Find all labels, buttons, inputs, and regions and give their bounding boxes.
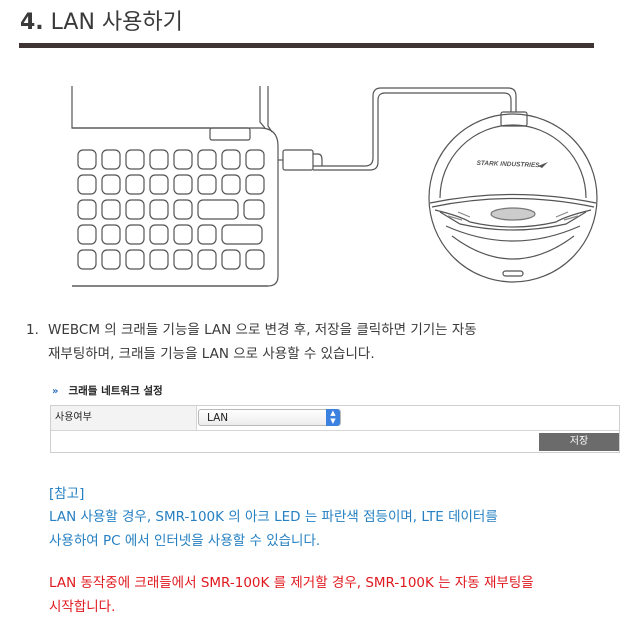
keyboard-key: [173, 224, 193, 245]
cradle-mode-value: LAN: [207, 412, 229, 424]
keyboard-key: [101, 249, 121, 270]
usage-label: 사용여부: [51, 406, 197, 430]
keyboard-key: [101, 199, 121, 220]
laptop-drawing: [71, 86, 279, 287]
save-button[interactable]: 저장: [539, 433, 619, 451]
heading-rule: [19, 43, 594, 48]
keyboard-key: [173, 174, 193, 195]
cradle-network-settings-title: » 크래들 네트워크 설정: [52, 383, 163, 398]
keyboard-key: [149, 224, 169, 245]
keyboard-key: [197, 199, 239, 220]
keyboard-key: [245, 249, 265, 270]
keyboard-key: [221, 249, 241, 270]
note-blue-line-2: 사용하여 PC 에서 인터넷을 사용할 수 있습니다.: [49, 533, 321, 549]
note-heading: [참고]: [49, 486, 85, 502]
section-title: LAN 사용하기: [50, 10, 183, 35]
keyboard-key: [77, 199, 97, 220]
cradle-drawing: STARK INDUSTRIES: [428, 111, 598, 283]
keyboard-key: [197, 174, 217, 195]
step-text-line-1: WEBCM 의 크래들 기능을 LAN 으로 변경 후, 저장을 클릭하면 기기…: [48, 322, 477, 338]
keyboard-key: [149, 174, 169, 195]
step-text-line-2: 재부팅하며, 크래들 기능을 LAN 으로 사용할 수 있습니다.: [48, 346, 375, 362]
keyboard-key: [197, 149, 217, 170]
keyboard-key: [77, 149, 97, 170]
warning-line-2: 시작합니다.: [49, 599, 116, 615]
keyboard-key: [243, 199, 265, 220]
keyboard-key: [101, 149, 121, 170]
settings-table: 사용여부 LAN ▲▼ 저장: [50, 405, 620, 453]
section-heading: 4. LAN 사용하기: [20, 4, 183, 36]
keyboard-key: [149, 249, 169, 270]
keyboard-key: [197, 249, 217, 270]
keyboard-key: [77, 249, 97, 270]
keyboard-key: [101, 174, 121, 195]
keyboard-key: [245, 149, 265, 170]
brand-logo-icon: [538, 162, 548, 168]
keyboard-key: [125, 174, 145, 195]
keyboard-key: [221, 149, 241, 170]
keyboard-key: [221, 224, 263, 245]
keyboard-key: [149, 149, 169, 170]
cradle-mode-select[interactable]: LAN ▲▼: [198, 409, 341, 426]
select-updown-icon: ▲▼: [326, 409, 340, 426]
keyboard-key: [149, 199, 169, 220]
keyboard-key: [197, 224, 217, 245]
keyboard-key: [125, 149, 145, 170]
cradle-brand-text: STARK INDUSTRIES: [476, 160, 540, 169]
keyboard-key: [125, 199, 145, 220]
keyboard-key: [245, 174, 265, 195]
keyboard-key: [173, 199, 193, 220]
keyboard-key: [77, 224, 97, 245]
keyboard-key: [125, 224, 145, 245]
keyboard-key: [77, 174, 97, 195]
usb-cable: [278, 87, 517, 171]
note-blue-line-1: LAN 사용할 경우, SMR-100K 의 아크 LED 는 파란색 점등이며…: [49, 509, 498, 525]
section-number: 4.: [20, 10, 44, 35]
laptop-cradle-illustration: STARK INDUSTRIES: [71, 86, 598, 287]
keyboard-key: [125, 249, 145, 270]
step-number: 1.: [26, 322, 39, 338]
keyboard-key: [101, 224, 121, 245]
keyboard-key: [173, 249, 193, 270]
panel-title-text: 크래들 네트워크 설정: [68, 385, 163, 397]
keyboard-key: [173, 149, 193, 170]
double-chevron-icon: »: [52, 386, 59, 397]
warning-line-1: LAN 동작중에 크래들에서 SMR-100K 를 제거할 경우, SMR-10…: [49, 575, 534, 591]
keyboard-key: [221, 174, 241, 195]
keyboard-keys: [77, 149, 265, 270]
usage-row: 사용여부 LAN ▲▼: [51, 406, 619, 431]
